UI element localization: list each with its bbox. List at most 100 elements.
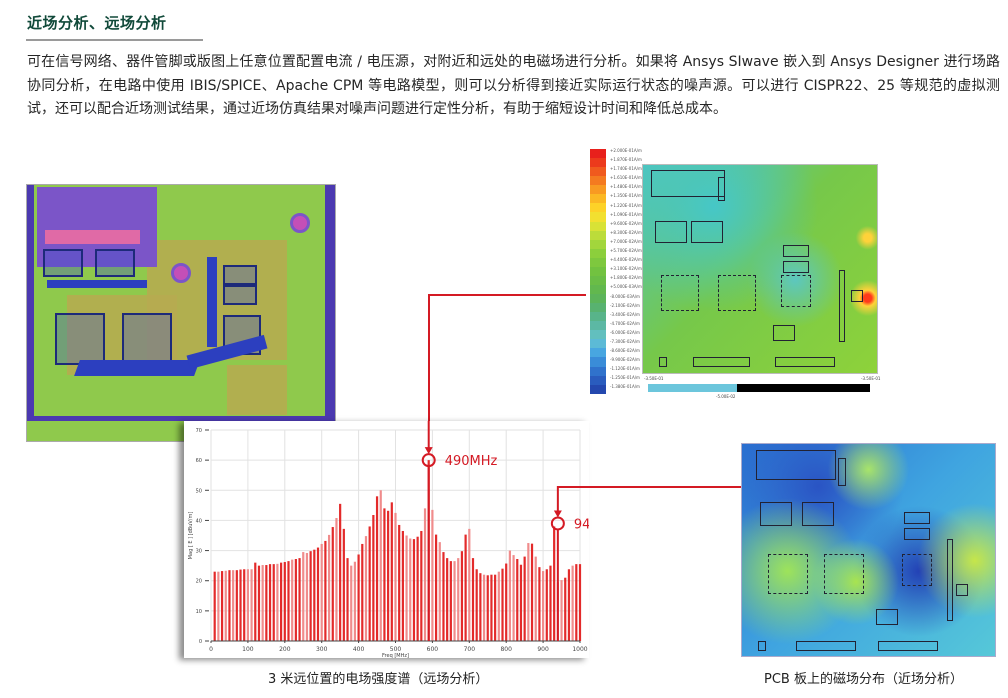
bar bbox=[291, 559, 294, 641]
bar bbox=[390, 502, 393, 641]
bar bbox=[401, 530, 404, 641]
bar bbox=[416, 536, 419, 641]
bar bbox=[387, 510, 390, 641]
legend-tick: -1.380E-01A/m bbox=[610, 384, 640, 390]
annotation-label: 490MHz bbox=[445, 454, 498, 469]
bar bbox=[324, 540, 327, 641]
legend-swatch bbox=[590, 294, 606, 304]
bar bbox=[346, 558, 349, 641]
bar bbox=[464, 534, 467, 641]
legend-tick: +1.610E-01A/m bbox=[610, 175, 642, 181]
bar bbox=[475, 569, 478, 641]
annotation-label: 940MHz bbox=[574, 517, 589, 532]
legend-tick: +3.100E-02A/m bbox=[610, 266, 642, 272]
x-tick-label: 300 bbox=[316, 646, 328, 653]
x-tick-label: 0 bbox=[209, 646, 213, 653]
bar bbox=[523, 556, 526, 641]
bar bbox=[350, 565, 353, 641]
x-tick-label: 500 bbox=[390, 646, 402, 653]
bar bbox=[232, 570, 235, 641]
bar bbox=[405, 535, 408, 641]
y-tick-label: 50 bbox=[196, 488, 202, 494]
bar bbox=[257, 565, 261, 641]
legend-tick: -7.300E-02A/m bbox=[610, 338, 640, 344]
bar bbox=[217, 571, 220, 641]
annotation-marker bbox=[421, 453, 436, 468]
color-legend: +2.000E-01A/m+1.870E-01A/m+1.740E-01A/m+… bbox=[586, 146, 644, 400]
legend-tick: -8.600E-02A/m bbox=[610, 348, 640, 354]
legend-swatch bbox=[590, 212, 606, 222]
legend-swatch bbox=[590, 366, 606, 376]
legend-swatch bbox=[590, 348, 606, 358]
bar bbox=[254, 562, 257, 641]
legend-swatch bbox=[590, 375, 606, 385]
bar bbox=[327, 534, 331, 641]
legend-swatch bbox=[590, 167, 606, 177]
bar bbox=[243, 569, 246, 641]
bar bbox=[265, 565, 268, 641]
bar bbox=[342, 528, 345, 641]
bar bbox=[372, 515, 375, 641]
bar bbox=[375, 496, 379, 641]
legend-tick: +9.600E-02A/m bbox=[610, 220, 642, 226]
y-tick-label: 0 bbox=[199, 639, 202, 645]
bar bbox=[449, 561, 452, 641]
legend-tick: -1.120E-01A/m bbox=[610, 366, 640, 372]
legend-tick: +4.400E-02A/m bbox=[610, 257, 642, 263]
bar bbox=[368, 526, 371, 641]
bar bbox=[578, 564, 582, 641]
bar bbox=[508, 550, 511, 641]
bar bbox=[530, 543, 534, 641]
connector-490-horizontal bbox=[428, 294, 586, 296]
x-tick-label: 700 bbox=[464, 646, 476, 653]
bar bbox=[527, 543, 530, 641]
legend-swatch bbox=[590, 230, 606, 240]
bar bbox=[545, 569, 548, 641]
legend-swatch bbox=[590, 149, 606, 159]
bar bbox=[261, 565, 264, 641]
bar bbox=[364, 536, 368, 641]
bar bbox=[494, 574, 497, 641]
legend-tick: -4.700E-02A/m bbox=[610, 320, 640, 326]
bar bbox=[268, 564, 272, 641]
near-field-heatmap-top: +2.000E-01A/m+1.870E-01A/m+1.740E-01A/m+… bbox=[586, 146, 891, 400]
bar bbox=[280, 562, 283, 641]
bar bbox=[538, 567, 541, 641]
legend-swatch bbox=[590, 330, 606, 340]
x-tick-label: 200 bbox=[279, 646, 291, 653]
heatmap-scale-bar bbox=[648, 384, 870, 392]
legend-tick: -1.250E-01A/m bbox=[610, 375, 640, 381]
bar bbox=[250, 569, 253, 641]
scale-center-label: -5.00E-02 bbox=[716, 394, 736, 399]
legend-tick: +1.220E-01A/m bbox=[610, 202, 642, 208]
bar bbox=[516, 559, 519, 641]
annotation-arrow-head bbox=[424, 447, 433, 455]
x-axis-label: Freq [MHz] bbox=[382, 653, 409, 658]
bar bbox=[302, 552, 305, 641]
description-paragraph: 可在信号网络、器件管脚或版图上任意位置配置电流 / 电压源，对附近和远处的电磁场… bbox=[27, 54, 1000, 117]
bar bbox=[490, 574, 493, 641]
bar bbox=[571, 565, 574, 641]
bar bbox=[298, 558, 301, 641]
bar bbox=[339, 503, 342, 641]
bar bbox=[438, 542, 441, 641]
annotation-marker bbox=[550, 516, 565, 531]
connector-940-horizontal bbox=[557, 486, 741, 488]
bar bbox=[549, 565, 552, 641]
bar bbox=[446, 558, 449, 641]
x-tick-label: 800 bbox=[500, 646, 512, 653]
bar bbox=[434, 534, 438, 641]
bar bbox=[453, 561, 456, 641]
legend-tick-labels: +2.000E-01A/m+1.870E-01A/m+1.740E-01A/m+… bbox=[610, 146, 646, 392]
bar bbox=[412, 539, 416, 641]
y-tick-label: 70 bbox=[196, 428, 202, 434]
bar bbox=[567, 569, 571, 641]
bar bbox=[213, 571, 216, 641]
bar bbox=[313, 549, 316, 641]
bar bbox=[560, 580, 563, 641]
legend-swatch bbox=[590, 284, 606, 294]
bar bbox=[468, 528, 471, 641]
bar bbox=[224, 570, 227, 641]
legend-swatch bbox=[590, 194, 606, 204]
